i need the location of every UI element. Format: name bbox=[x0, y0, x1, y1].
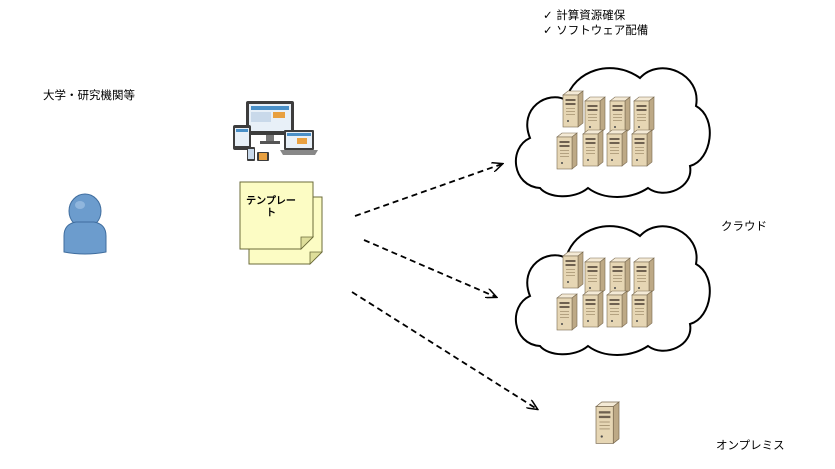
check-icon: ✓ bbox=[543, 23, 553, 37]
checklist-item-label: ソフトウェア配備 bbox=[556, 23, 649, 37]
user-icon bbox=[63, 193, 107, 255]
template-label: テンプレー ト bbox=[246, 196, 296, 220]
arrow-to-cloud-1 bbox=[354, 164, 502, 217]
devices-icon bbox=[233, 101, 318, 161]
template-label-line: ト bbox=[266, 208, 276, 219]
arrow-to-onprem bbox=[351, 291, 537, 409]
template-label-line: テンプレー bbox=[246, 196, 296, 207]
onprem-server-icon bbox=[595, 401, 620, 444]
cloud-label: クラウド bbox=[721, 219, 767, 233]
checklist: ✓ 計算資源確保 ✓ ソフトウェア配備 bbox=[543, 8, 648, 38]
arrow-to-cloud-2 bbox=[363, 239, 496, 297]
onprem-label: オンプレミス bbox=[716, 438, 785, 452]
template-document-icon bbox=[239, 181, 323, 265]
user-label: 大学・研究機関等 bbox=[43, 88, 135, 102]
checklist-item-label: 計算資源確保 bbox=[556, 8, 626, 22]
checklist-item: ✓ 計算資源確保 bbox=[543, 8, 648, 23]
check-icon: ✓ bbox=[543, 8, 553, 22]
checklist-item: ✓ ソフトウェア配備 bbox=[543, 23, 648, 38]
